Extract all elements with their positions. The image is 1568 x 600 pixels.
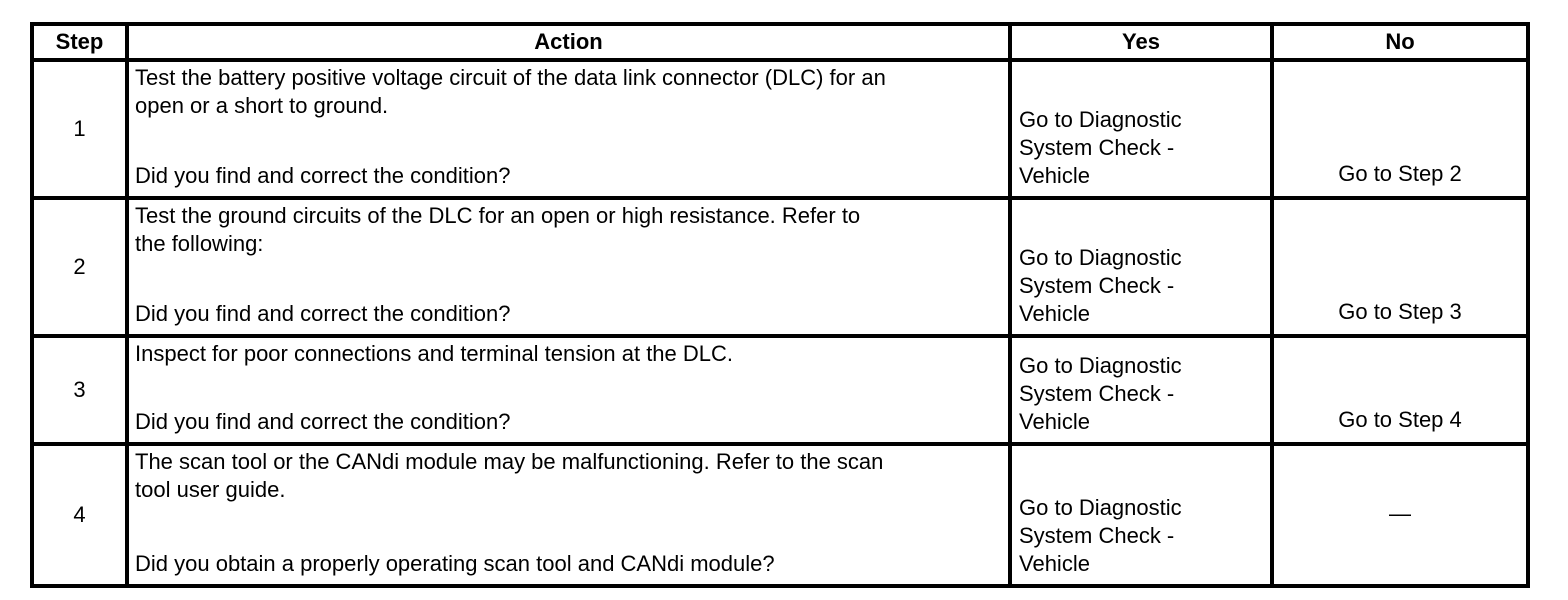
action-cell: The scan tool or the CANdi module may be… [129, 446, 1012, 584]
yes-text: Go to Diagnostic System Check - Vehicle [1019, 495, 1182, 576]
yes-cell: Go to Diagnostic System Check - Vehicle [1012, 62, 1274, 200]
header-step: Step [34, 26, 129, 62]
action-question: Did you find and correct the condition? [135, 301, 511, 326]
action-text: Test the ground circuits of the DLC for … [135, 203, 861, 256]
no-cell: Go to Step 3 [1274, 200, 1526, 338]
yes-cell: Go to Diagnostic System Check - Vehicle [1012, 338, 1274, 446]
yes-cell: Go to Diagnostic System Check - Vehicle [1012, 200, 1274, 338]
no-text: Go to Step 2 [1338, 161, 1462, 186]
no-text: Go to Step 4 [1338, 407, 1462, 432]
action-question: Did you find and correct the condition? [135, 409, 511, 434]
yes-text: Go to Diagnostic System Check - Vehicle [1019, 245, 1182, 326]
step-cell: 2 [34, 200, 129, 338]
no-text: — [1389, 501, 1411, 526]
no-text: Go to Step 3 [1338, 299, 1462, 324]
yes-text: Go to Diagnostic System Check - Vehicle [1019, 353, 1182, 434]
action-cell: Inspect for poor connections and termina… [129, 338, 1012, 446]
no-cell: Go to Step 4 [1274, 338, 1526, 446]
step-cell: 1 [34, 62, 129, 200]
action-question: Did you find and correct the condition? [135, 163, 511, 188]
diagnostic-table: Step Action Yes No 1 Test the battery po… [30, 22, 1530, 588]
yes-text: Go to Diagnostic System Check - Vehicle [1019, 107, 1182, 188]
action-text: Inspect for poor connections and termina… [135, 341, 734, 366]
no-cell: — [1274, 446, 1526, 584]
step-cell: 3 [34, 338, 129, 446]
action-text: Test the battery positive voltage circui… [135, 65, 886, 118]
yes-cell: Go to Diagnostic System Check - Vehicle [1012, 446, 1274, 584]
no-cell: Go to Step 2 [1274, 62, 1526, 200]
action-question: Did you obtain a properly operating scan… [135, 551, 775, 576]
step-cell: 4 [34, 446, 129, 584]
action-cell: Test the battery positive voltage circui… [129, 62, 1012, 200]
header-yes: Yes [1012, 26, 1274, 62]
action-text: The scan tool or the CANdi module may be… [135, 449, 884, 502]
action-cell: Test the ground circuits of the DLC for … [129, 200, 1012, 338]
header-no: No [1274, 26, 1526, 62]
header-action: Action [129, 26, 1012, 62]
